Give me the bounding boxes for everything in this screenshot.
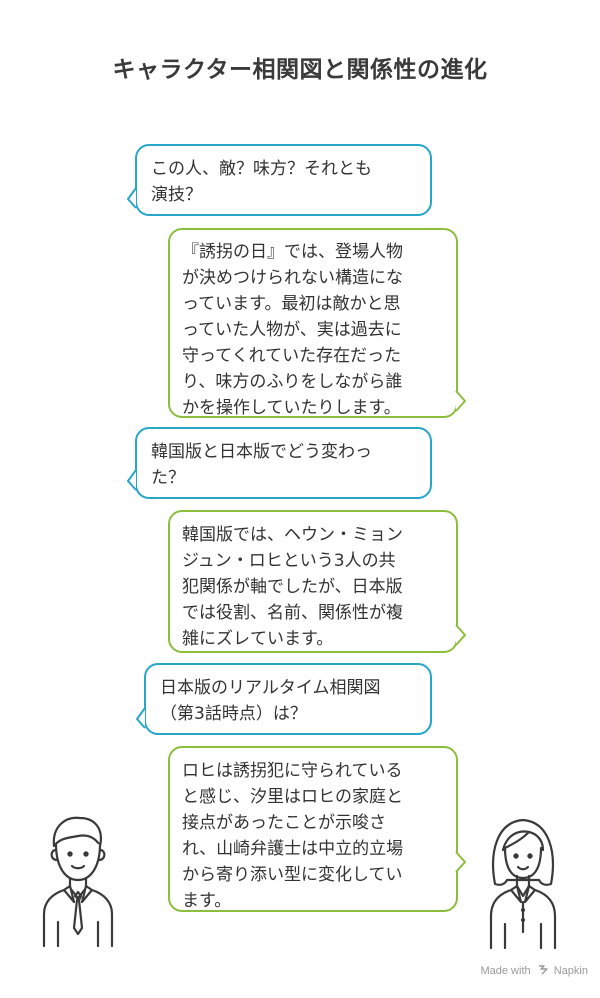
made-with-label: Made with bbox=[480, 965, 531, 977]
question-bubble-3-tail bbox=[136, 707, 146, 729]
napkin-logo-icon bbox=[538, 965, 548, 975]
answer-text-3: ロヒは誘拐犯に守られている と感じ、汐里はロヒの家庭と 接点があったことが示唆さ… bbox=[182, 761, 404, 911]
question-bubble-2: 韓国版と日本版でどう変わっ た？ bbox=[135, 427, 432, 499]
man-in-tie-icon bbox=[42, 816, 114, 948]
napkin-brand-label: Napkin bbox=[553, 965, 588, 977]
made-with-napkin-credit[interactable]: Made with Napkin bbox=[480, 964, 588, 977]
answer-bubble-2: 韓国版では、ヘウン・ミョン ジュン・ロヒという3人の共 犯関係が軸でしたが、日本… bbox=[168, 510, 458, 653]
question-bubble-3: 日本版のリアルタイム相関図 （第3話時点）は？ bbox=[144, 663, 432, 735]
answer-bubble-2-tail bbox=[455, 624, 466, 646]
answer-bubble-1: 『誘拐の日』では、登場人物 が決めつけられない構造にな っています。最初は敵かと… bbox=[168, 228, 458, 418]
answer-bubble-1-tail bbox=[455, 390, 466, 412]
answer-bubble-3: ロヒは誘拐犯に守られている と感じ、汐里はロヒの家庭と 接点があったことが示唆さ… bbox=[168, 746, 458, 912]
answer-bubble-3-tail bbox=[455, 851, 466, 873]
question-text-3: 日本版のリアルタイム相関図 （第3話時点）は？ bbox=[160, 678, 381, 724]
question-text-2: 韓国版と日本版でどう変わっ た？ bbox=[151, 442, 372, 488]
answer-text-1: 『誘拐の日』では、登場人物 が決めつけられない構造にな っています。最初は敵かと… bbox=[182, 242, 403, 418]
page-title: キャラクター相関図と関係性の進化 bbox=[112, 57, 488, 83]
question-bubble-1-tail bbox=[127, 187, 137, 209]
question-text-1: この人、敵？味方？それとも 演技？ bbox=[151, 159, 372, 205]
answer-text-2: 韓国版では、ヘウン・ミョン ジュン・ロヒという3人の共 犯関係が軸でしたが、日本… bbox=[182, 525, 403, 649]
woman-icon bbox=[489, 818, 557, 950]
question-bubble-1: この人、敵？味方？それとも 演技？ bbox=[135, 144, 432, 216]
question-bubble-2-tail bbox=[127, 469, 137, 491]
